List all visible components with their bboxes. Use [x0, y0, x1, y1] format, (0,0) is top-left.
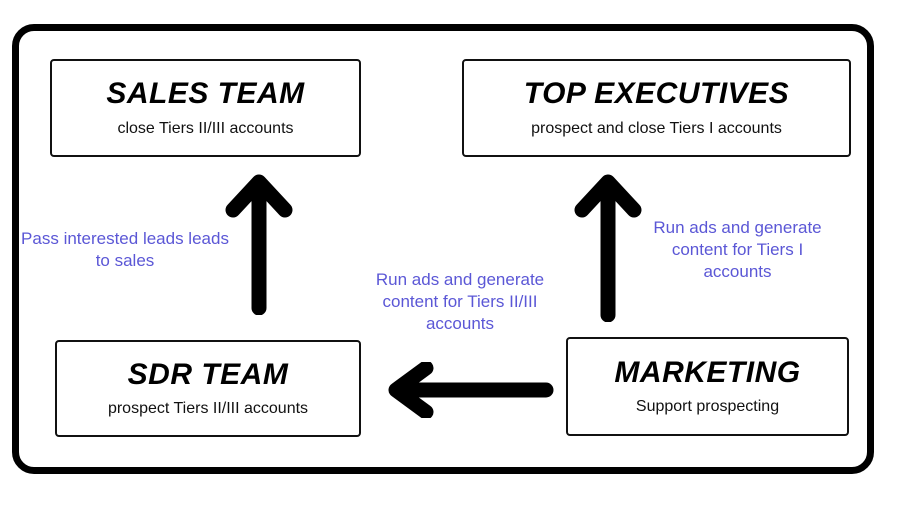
box-marketing[interactable]: MARKETING Support prospecting: [566, 337, 849, 436]
box-sales-team-subtitle: close Tiers II/III accounts: [117, 119, 294, 137]
box-marketing-title: MARKETING: [614, 355, 801, 389]
note-ads-tiers-23: Run ads and generate content for Tiers I…: [375, 270, 545, 333]
arrow-up-icon: [574, 174, 642, 323]
arrow-marketing-to-executives: [573, 170, 643, 323]
arrow-left-icon: [388, 360, 554, 420]
arrow-sdr-to-sales: [224, 170, 294, 316]
box-sales-team[interactable]: SALES TEAM close Tiers II/III accounts: [50, 59, 361, 157]
box-top-executives-subtitle: prospect and close Tiers I accounts: [531, 119, 782, 137]
box-sdr-team-subtitle: prospect Tiers II/III accounts: [107, 400, 309, 418]
note-ads-tier-1: Run ads and generate content for Tiers I…: [653, 218, 822, 281]
box-marketing-subtitle: Support prospecting: [635, 398, 780, 416]
arrow-up-icon: [225, 174, 293, 316]
box-sdr-team-title: SDR TEAM: [127, 357, 289, 391]
box-top-executives[interactable]: TOP EXECUTIVES prospect and close Tiers …: [462, 59, 851, 157]
box-sdr-team[interactable]: SDR TEAM prospect Tiers II/III accounts: [55, 340, 361, 437]
box-sales-team-title: SALES TEAM: [106, 77, 305, 111]
arrow-marketing-to-sdr: [382, 360, 554, 420]
box-top-executives-title: TOP EXECUTIVES: [523, 77, 790, 111]
note-pass-leads: Pass interested leads leads to sales: [21, 229, 229, 270]
